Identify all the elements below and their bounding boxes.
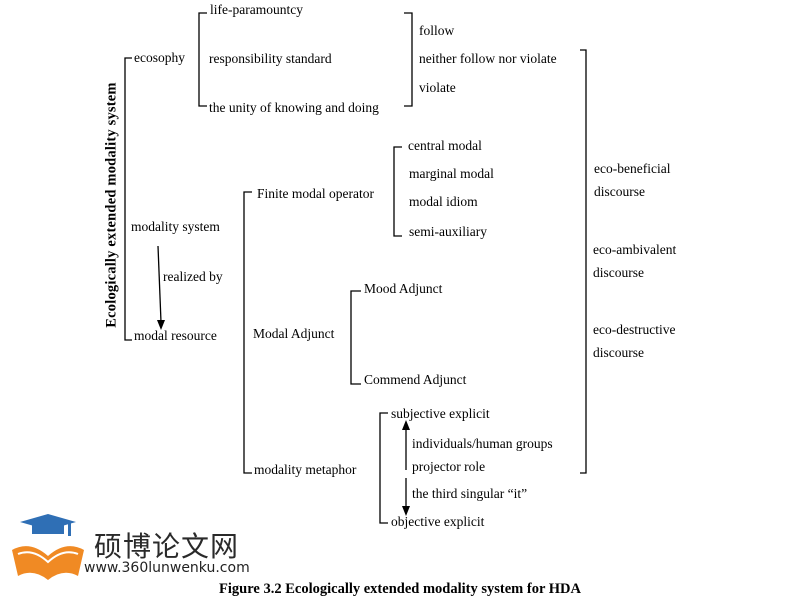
adjunct-bracket: [350, 290, 361, 385]
ecosophy-label: ecosophy: [134, 50, 185, 65]
ecosophy-item: responsibility standard: [209, 51, 332, 66]
finite-item: marginal modal: [409, 166, 494, 181]
discourse-label: discourse: [594, 184, 645, 199]
discourse-label: eco-ambivalent: [593, 242, 677, 257]
realized-by-arrow-line: [157, 245, 162, 323]
discourse-label: discourse: [593, 265, 644, 280]
finite-bracket: [393, 146, 402, 237]
ecosophy-item: life-paramountcy: [210, 2, 303, 17]
discourse-label: eco-beneficial: [594, 161, 671, 176]
discourse-bracket: [580, 49, 587, 474]
subjective-explicit-label: subjective explicit: [391, 406, 490, 421]
finite-modal-operator-label: Finite modal operator: [257, 186, 374, 201]
compliance-bracket: [404, 12, 413, 107]
third-singular-label: the third singular “it”: [412, 486, 528, 501]
objective-explicit-label: objective explicit: [391, 514, 485, 529]
compliance-item: follow: [419, 23, 455, 38]
discourse-label: eco-destructive: [593, 322, 676, 337]
figure-caption: Figure 3.2 Ecologically extended modalit…: [219, 581, 581, 597]
compliance-item: neither follow nor violate: [419, 51, 557, 66]
discourse-label: discourse: [593, 345, 644, 360]
vertical-title: Ecologically extended modality system: [103, 82, 120, 328]
finite-item: semi-auxiliary: [409, 224, 487, 239]
individuals-label: individuals/human groups: [412, 436, 553, 451]
watermark-url: www.360lunwenku.com: [84, 560, 250, 576]
modal-resource-label: modal resource: [134, 328, 217, 343]
up-arrowhead: [402, 420, 410, 430]
modality-metaphor-label: modality metaphor: [254, 462, 357, 477]
adjunct-item: Mood Adjunct: [364, 281, 443, 296]
main-left-bracket: [124, 57, 132, 341]
modal-adjunct-label: Modal Adjunct: [253, 326, 335, 341]
watermark-site-name: 硕博论文网: [94, 530, 240, 563]
resource-bracket: [243, 191, 252, 474]
finite-item: central modal: [408, 138, 482, 153]
finite-item: modal idiom: [409, 194, 478, 209]
ecosophy-item: the unity of knowing and doing: [209, 100, 379, 115]
compliance-item: violate: [419, 80, 456, 95]
realized-by-arrowhead: [157, 320, 165, 330]
ecosophy-bracket: [198, 12, 207, 107]
modality-system-label: modality system: [131, 219, 220, 234]
adjunct-item: Commend Adjunct: [364, 372, 467, 387]
down-arrowhead: [402, 506, 410, 516]
metaphor-bracket: [379, 412, 388, 524]
watermark-logo-icon: [12, 514, 84, 580]
projector-role-label: projector role: [412, 459, 486, 474]
realized-by-label: realized by: [163, 269, 223, 284]
